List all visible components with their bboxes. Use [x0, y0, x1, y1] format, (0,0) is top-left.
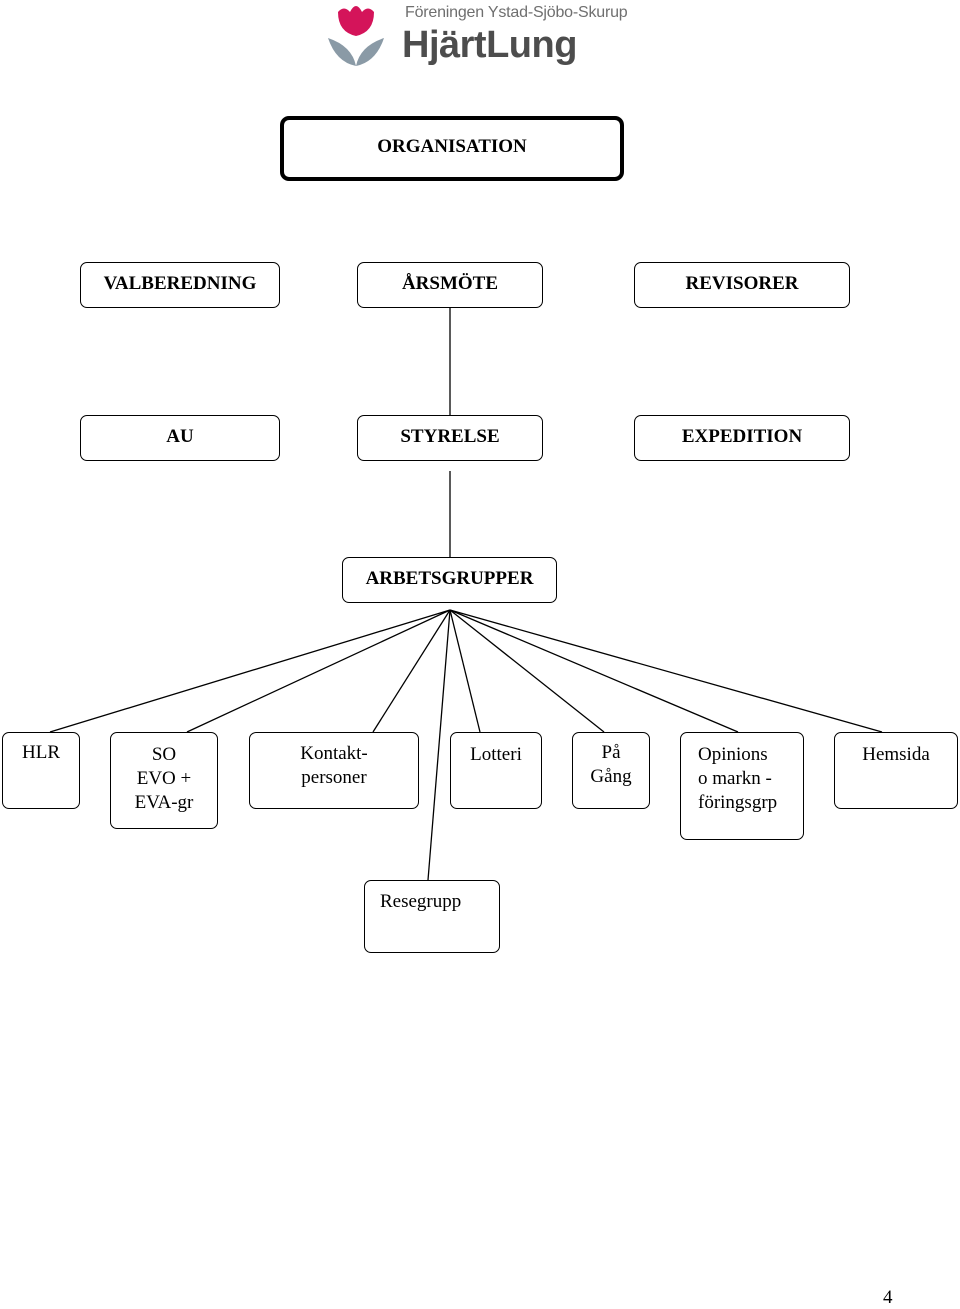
- styrelse-box: STYRELSE: [357, 415, 543, 461]
- kontakt-line-1: Kontakt-: [300, 743, 368, 764]
- so-line-2: EVO +: [136, 768, 192, 789]
- resegrupp-box: Resegrupp: [364, 880, 500, 953]
- kontaktpersoner-box: Kontakt- personer: [249, 732, 419, 809]
- revisorer-label: REVISORER: [685, 273, 799, 294]
- arbetsgrupper-box: ARBETSGRUPPER: [342, 557, 557, 603]
- opinions-line-2: o markn -: [698, 768, 772, 789]
- opinions-line-1: Opinions: [698, 744, 768, 765]
- revisorer-box: REVISORER: [634, 262, 850, 308]
- line-to-opinions: [449, 609, 739, 733]
- organisation-title: ORGANISATION: [377, 136, 527, 157]
- line-to-kontakt: [372, 609, 451, 733]
- pagang-line-2: Gång: [590, 766, 632, 787]
- logo-name: HjärtLung: [402, 24, 577, 66]
- valberedning-box: VALBEREDNING: [80, 262, 280, 308]
- line-to-hemsida: [449, 609, 883, 733]
- opinions-line-3: föringsgrp: [698, 792, 778, 813]
- so-evo-box: SO EVO + EVA-gr: [110, 732, 218, 829]
- resegrupp-line-1: Resegrupp: [380, 891, 462, 912]
- pa-gang-box: På Gång: [572, 732, 650, 809]
- line-to-so: [186, 609, 451, 733]
- lotteri-box: Lotteri: [450, 732, 542, 809]
- kontakt-line-2: personer: [301, 767, 367, 788]
- hemsida-box: Hemsida: [834, 732, 958, 809]
- line-to-lotteri: [449, 609, 481, 733]
- tulip-icon: [328, 6, 384, 66]
- so-line-3: EVA-gr: [134, 792, 194, 813]
- hjartlung-logo: Föreningen Ystad-Sjöbo-Skurup HjärtLung: [322, 0, 652, 75]
- hlr-box: HLR: [2, 732, 80, 809]
- pagang-line-1: På: [601, 742, 621, 763]
- organisation-title-box: ORGANISATION: [280, 116, 624, 181]
- valberedning-label: VALBEREDNING: [103, 273, 257, 294]
- logo-subtitle: Föreningen Ystad-Sjöbo-Skurup: [405, 4, 628, 21]
- so-line-1: SO: [151, 744, 177, 765]
- opinions-box: Opinions o markn - föringsgrp: [680, 732, 804, 840]
- expedition-label: EXPEDITION: [681, 426, 803, 447]
- expedition-box: EXPEDITION: [634, 415, 850, 461]
- line-to-resegrupp: [427, 609, 451, 881]
- hemsida-line-1: Hemsida: [862, 744, 930, 765]
- arsmote-label: ÅRSMÖTE: [401, 273, 499, 294]
- styrelse-label: STYRELSE: [400, 426, 500, 447]
- lotteri-line-1: Lotteri: [470, 744, 522, 765]
- au-label: AU: [166, 426, 194, 447]
- page-number: 4: [883, 1287, 893, 1308]
- au-box: AU: [80, 415, 280, 461]
- arbetsgrupper-label: ARBETSGRUPPER: [365, 568, 534, 589]
- line-to-hlr: [49, 609, 451, 733]
- hlr-line-1: HLR: [22, 742, 60, 763]
- arsmote-box: ÅRSMÖTE: [357, 262, 543, 308]
- line-to-pagang: [449, 609, 605, 733]
